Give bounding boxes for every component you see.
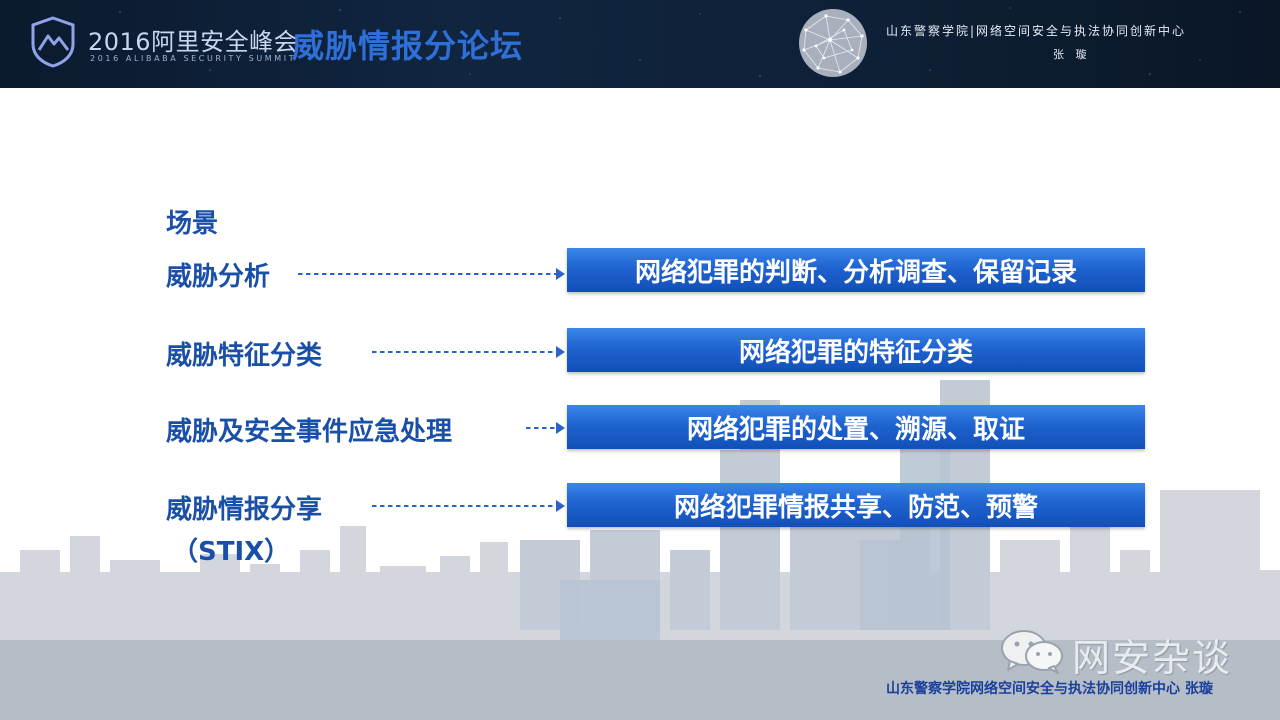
footer-credit: 山东警察学院网络空间安全与执法协同创新中心 张璇: [886, 681, 1213, 697]
arrow-head-icon: [556, 346, 565, 358]
shield-mountain-icon: [31, 16, 75, 68]
arrow-head-icon: [556, 422, 565, 434]
row-label-feature-classification: 威胁特征分类: [166, 341, 323, 371]
city-skyline-background: [0, 380, 1280, 720]
dashed-arrow-line: [372, 351, 556, 353]
watermark-text: 网安杂谈: [1072, 636, 1233, 680]
organization-name: 山东警察学院|网络空间安全与执法协同创新中心: [886, 24, 1187, 38]
scenario-bar-intelligence-sharing: 网络犯罪情报共享、防范、预警: [567, 483, 1145, 527]
forum-title: 威胁情报分论坛: [292, 27, 524, 65]
starfield-background: [119, 7, 1241, 77]
author-name: 张 璇: [1053, 48, 1091, 61]
dashed-arrow-line: [372, 505, 556, 507]
summit-subtitle: 2016 ALIBABA SECURITY SUMMIT: [90, 54, 297, 63]
dashed-arrow-line: [298, 273, 556, 275]
arrow-head-icon: [556, 500, 565, 512]
wechat-icon: [1001, 630, 1063, 674]
scenario-bar-disposal-forensics: 网络犯罪的处置、溯源、取证: [567, 405, 1145, 449]
row-label-incident-response: 威胁及安全事件应急处理: [166, 417, 453, 447]
row-label-intelligence-sharing: 威胁情报分享: [166, 495, 323, 525]
dashed-arrow-line: [526, 427, 556, 429]
scenario-bar-feature-classification: 网络犯罪的特征分类: [567, 328, 1145, 372]
scenario-bar-judgment-analysis: 网络犯罪的判断、分析调查、保留记录: [567, 248, 1145, 292]
stix-label: （STIX）: [172, 537, 291, 567]
summit-title: 2016阿里安全峰会: [88, 28, 299, 56]
row-label-threat-analysis: 威胁分析: [166, 262, 271, 292]
arrow-head-icon: [556, 268, 565, 280]
header-banner: 2016阿里安全峰会 2016 ALIBABA SECURITY SUMMIT …: [0, 0, 1280, 88]
network-globe-icon: [799, 9, 867, 77]
scene-heading: 场景: [166, 209, 219, 239]
